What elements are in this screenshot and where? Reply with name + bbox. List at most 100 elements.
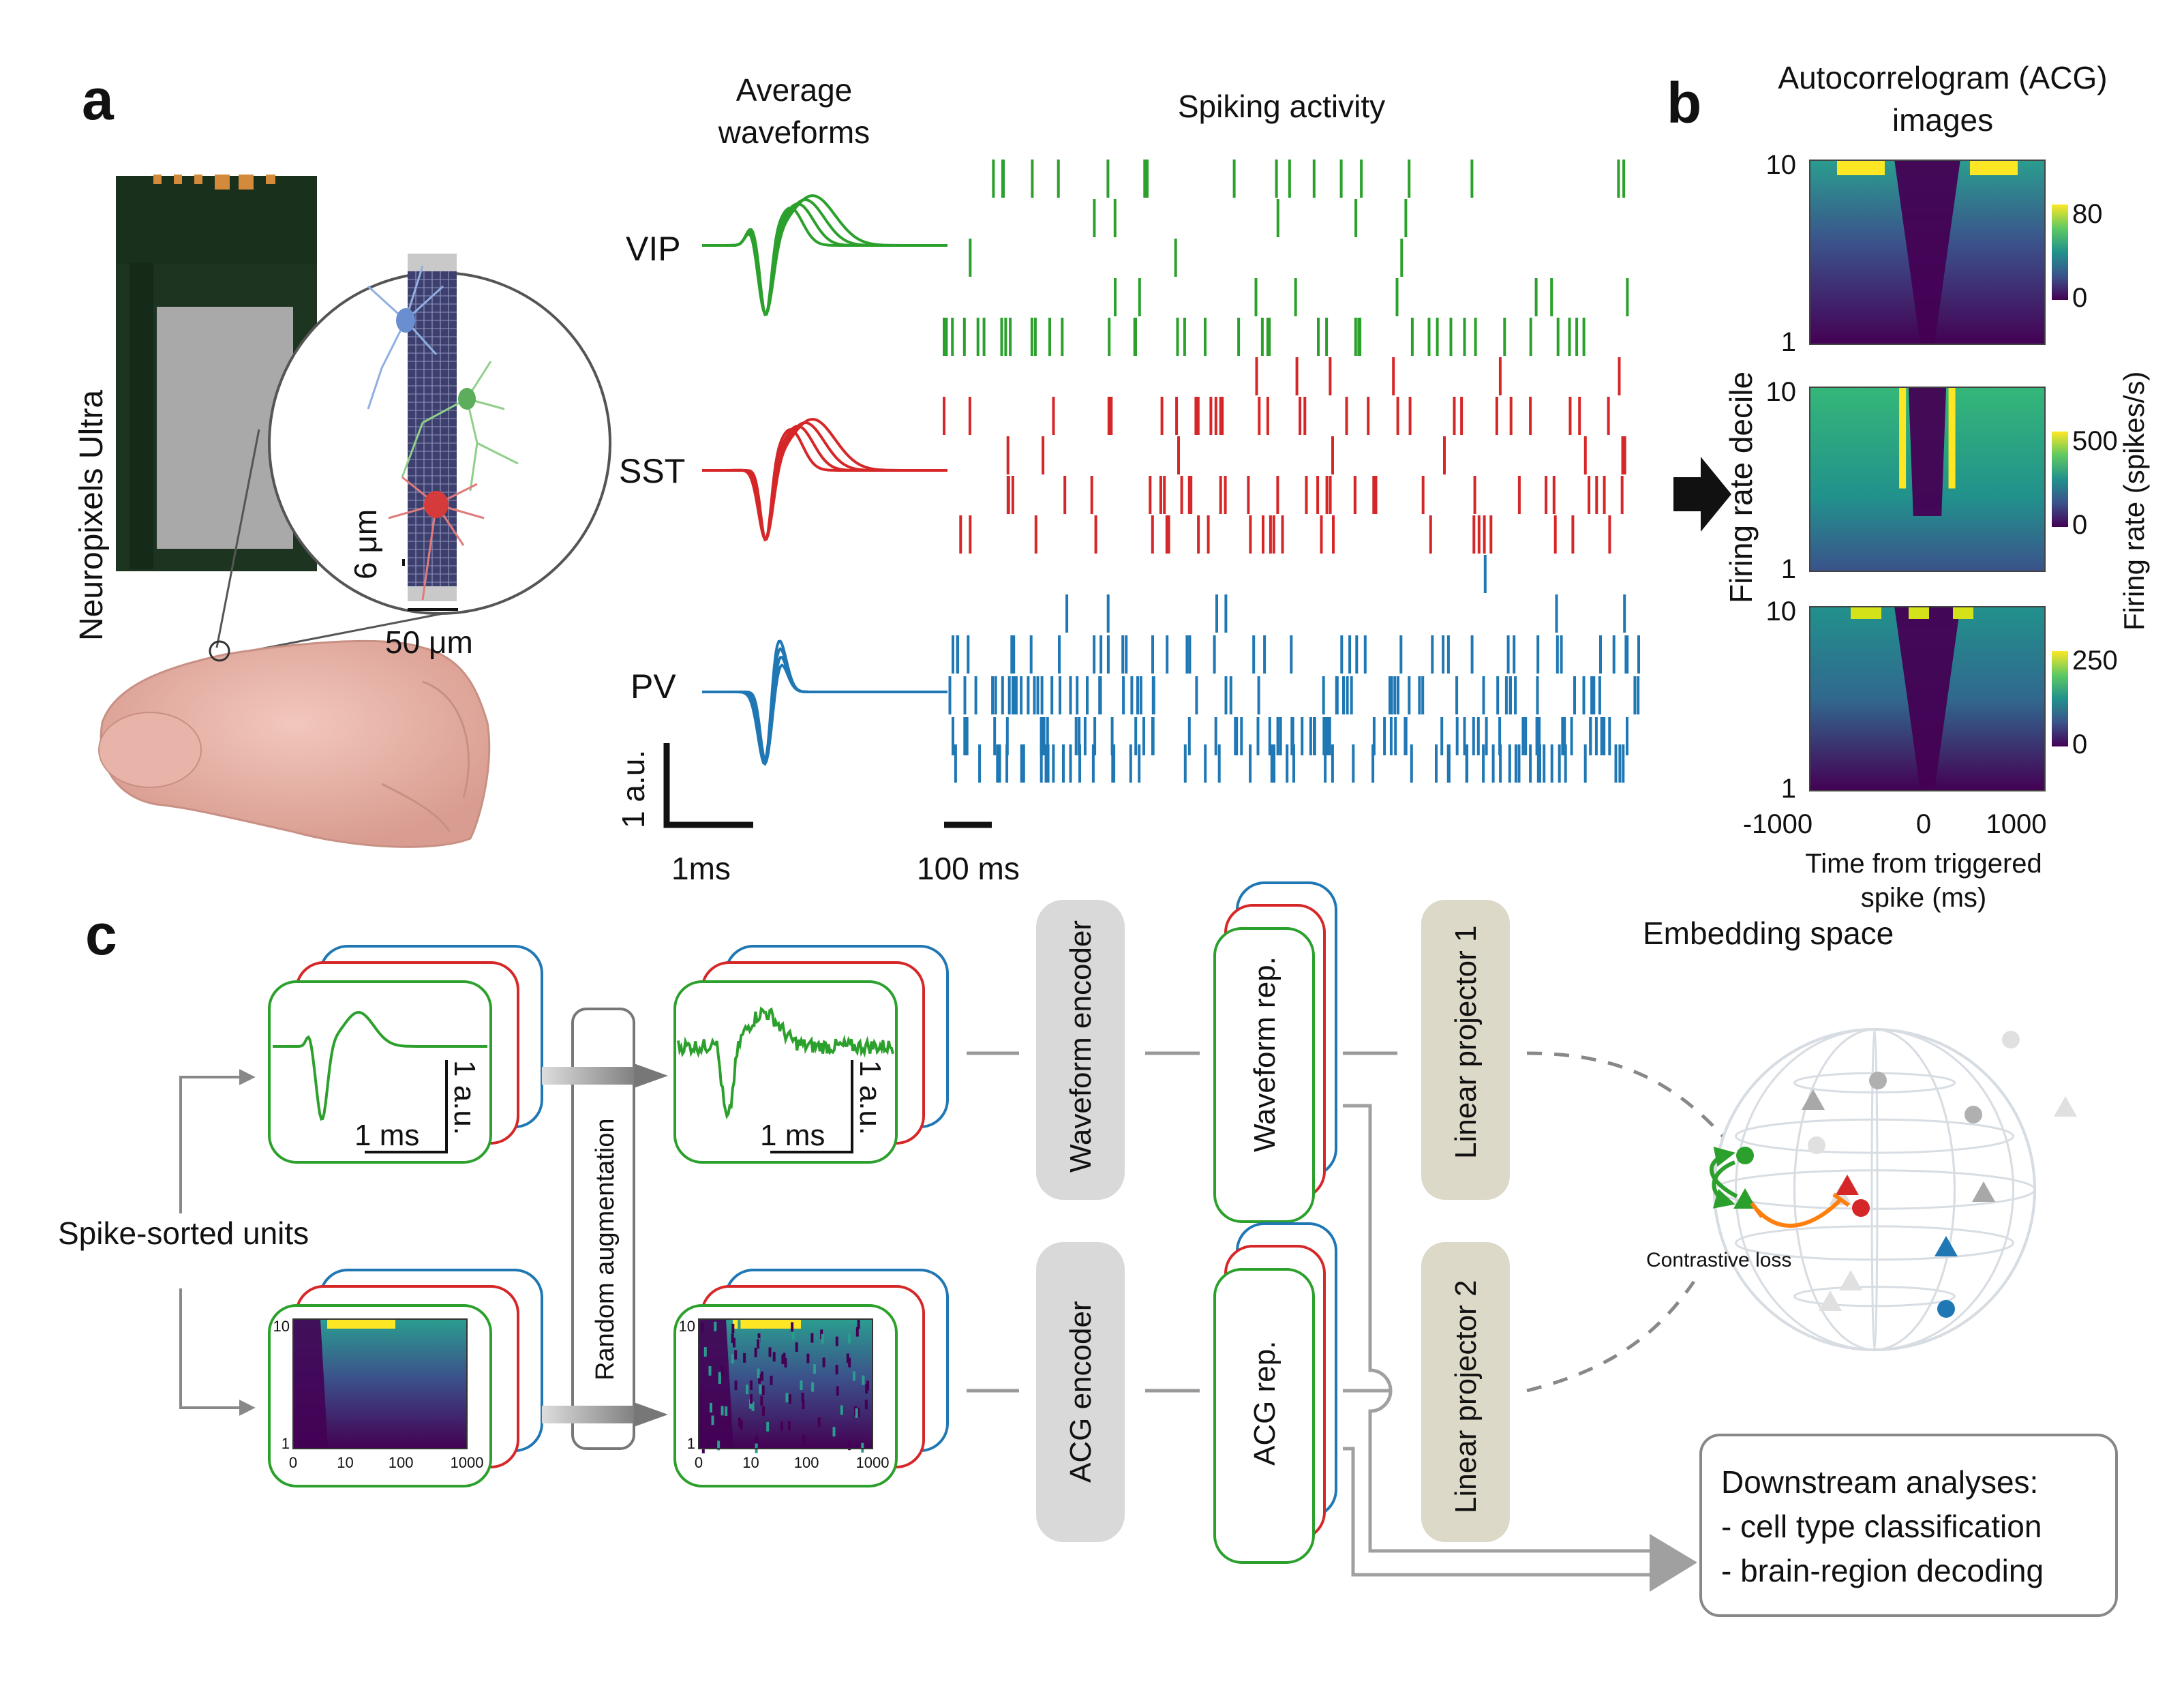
colorbar-label: Firing rate (spikes/s) (2118, 372, 2150, 631)
colorbar-max: 250 (2072, 646, 2118, 676)
embedding-point (1736, 1147, 1754, 1164)
embedding-point (1965, 1106, 1982, 1123)
projector-2-link (1526, 1280, 1696, 1393)
waveform-trace (702, 646, 947, 764)
embedding-point (1935, 1236, 1958, 1256)
waveforms-title-line1: Average (736, 72, 853, 108)
waveform-trace (702, 417, 947, 541)
scale-50um-label: 50 μm (385, 624, 473, 660)
card-front (268, 980, 492, 1164)
acg-x-tick: 1000 (451, 1454, 484, 1471)
sst-neuron (401, 361, 519, 492)
downstream-item: - brain-region decoding (1721, 1553, 2044, 1588)
panel-a-letter: a (82, 67, 115, 132)
card-front (673, 980, 898, 1164)
y-tick-10: 10 (1766, 150, 1797, 180)
colorbar-min: 0 (2072, 729, 2087, 759)
waveform-encoder-box (1036, 900, 1125, 1200)
implant-site (209, 640, 230, 662)
scale-amp-label: 1 a.u. (616, 750, 651, 828)
waveforms-title-line2: waveforms (718, 115, 870, 150)
downstream-box (1699, 1434, 2118, 1617)
embedding-point (1972, 1181, 1995, 1202)
acg-y-tick: 10 (679, 1318, 695, 1335)
pv-label: PV (631, 667, 676, 706)
card-scale-amp: 1 a.u. (448, 1060, 481, 1135)
augment-arrow-in-bottom (542, 1406, 644, 1423)
augment-arrow-in-top (542, 1067, 644, 1085)
embedding-sphere (1710, 1028, 2077, 1351)
probe-label: Neuropixels Ultra (74, 390, 110, 641)
pv-neuron (388, 476, 485, 601)
downstream-arrow-head (1650, 1534, 1697, 1592)
panel-c-letter: c (85, 903, 117, 967)
repel-arrow-icon (1755, 1198, 1842, 1228)
acg-x-tick: 1000 (856, 1454, 890, 1471)
waveform-encoder-label: Waveform encoder (1064, 920, 1097, 1173)
zoom-circle (268, 254, 611, 615)
acg-x-tick: 10 (337, 1454, 353, 1471)
card-waveform (677, 1006, 894, 1120)
acg-refractory-band (1908, 387, 1947, 516)
acg-title-line2: images (1892, 102, 1993, 138)
acg-peak (1953, 607, 1973, 619)
acg-encoder-box (1036, 1242, 1125, 1542)
input-arrow-acg (179, 1288, 256, 1416)
acg-x-tick: 100 (389, 1454, 414, 1471)
card-scale-time: 1 ms (760, 1119, 825, 1152)
augmentation-label: Random augmentation (591, 1119, 620, 1380)
attract-arrow-icon (1712, 1160, 1736, 1209)
acg-y-tick: 1 (687, 1435, 695, 1452)
card-waveform (273, 1010, 487, 1121)
acg-rep-label: ACG rep. (1248, 1341, 1281, 1466)
colorbar-max: 500 (2072, 426, 2118, 456)
acg-peak (1909, 607, 1929, 619)
waveform-trace (702, 639, 947, 764)
colorbar (2052, 651, 2068, 746)
embedding-point (1802, 1089, 1825, 1110)
input-label: Spike-sorted units (58, 1215, 309, 1251)
downstream-item: - cell type classification (1721, 1509, 2042, 1544)
acg-y-tick: 10 (273, 1318, 290, 1335)
flow-arrow-icon (1673, 457, 1731, 532)
scale-time-label: 1ms (671, 851, 731, 886)
projector-2-label: Linear projector 2 (1449, 1280, 1483, 1513)
y-tick-1: 1 (1781, 774, 1796, 804)
colorbar (2052, 205, 2068, 300)
mouse-brain (98, 639, 491, 848)
contrastive-loss-label: Contrastive loss (1646, 1249, 1791, 1271)
acg-peak (1899, 387, 1907, 489)
augmentation-box (571, 1008, 635, 1450)
spike-raster (943, 160, 1640, 783)
acg-peak (1970, 160, 2018, 175)
raster-scale-label: 100 ms (917, 851, 1020, 886)
waveform-rep-stack (1213, 881, 1337, 1223)
vip-label: VIP (626, 230, 681, 268)
acg-x-tick: 0 (289, 1454, 297, 1471)
embedding-point (1733, 1188, 1757, 1209)
panel-b-letter: b (1667, 71, 1701, 135)
acg-encoder-label: ACG encoder (1064, 1301, 1097, 1483)
card-scale-time: 1 ms (354, 1119, 419, 1152)
waveform-scale-bar (663, 743, 753, 828)
acg-title-line1: Autocorrelogram (ACG) (1778, 60, 2107, 95)
acg-peak (1837, 160, 1885, 175)
waveform-trace (702, 194, 947, 316)
x-tick-neg1000: -1000 (1743, 809, 1813, 839)
embedding-point (2054, 1096, 2077, 1117)
waveform-trace (702, 421, 947, 541)
card-scale-bar (770, 1060, 853, 1153)
vip-neuron (367, 265, 444, 410)
waveform-trace (702, 428, 947, 542)
augment-arrow-head (634, 1063, 668, 1088)
downstream-route-acg (1343, 1447, 1650, 1577)
acg-refractory-band (1894, 607, 1960, 791)
input-arrow-waveform (179, 1069, 256, 1213)
waveform-trace (702, 663, 947, 766)
embedding-point (1869, 1072, 1887, 1089)
downstream-title: Downstream analyses: (1721, 1464, 2038, 1500)
embedding-title: Embedding space (1643, 916, 1894, 951)
projector-1-box (1421, 900, 1510, 1200)
